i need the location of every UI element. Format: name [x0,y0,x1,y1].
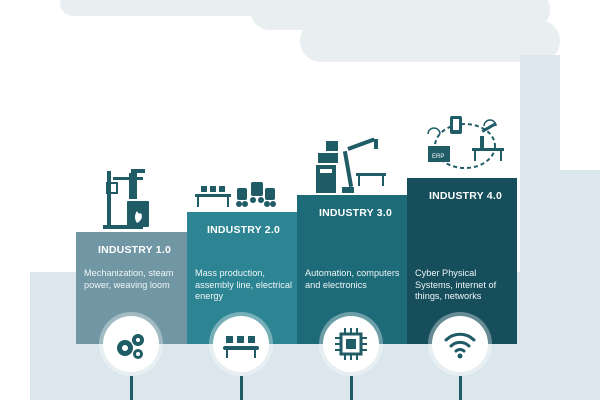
stage-2-icon-circle [213,316,269,372]
stage-title: INDUSTRY 1.0 [98,244,172,256]
erp-label: ERP [432,154,444,160]
stage-1-icon-circle [103,316,159,372]
stage-title: INDUSTRY 4.0 [429,190,503,202]
stage-2-stem [240,376,243,400]
microchip-icon [335,328,367,360]
stage-industry-4: INDUSTRY 4.0 Cyber Physical Systems, int… [407,178,517,344]
stage-description: Mechanization, steam power, weaving loom [84,268,174,290]
stage-title: INDUSTRY 3.0 [319,207,393,219]
stage-description: Cyber Physical Systems, internet of thin… [415,268,497,301]
stage-description: Mass production, assembly line, electric… [195,268,293,301]
stage-description: Automation, computers and electronics [305,268,400,290]
steam-engine-icon [103,169,149,229]
connected-factory-icon: ERP [427,116,504,169]
robotic-arm-icon [316,137,386,193]
stage-4-stem [459,376,462,400]
stage-title: INDUSTRY 2.0 [207,224,281,236]
stage-industry-2: INDUSTRY 2.0 Mass production, assembly l… [187,212,298,344]
factory-right-wall [548,170,600,400]
assembly-line-icon [223,336,259,358]
cloud-right [300,20,560,62]
gears-icon [117,334,144,359]
stage-3-icon-circle [323,316,379,372]
stage-1-stem [130,376,133,400]
wifi-icon [444,332,476,359]
stage-4-icon-circle [432,316,488,372]
stage-3-stem [350,376,353,400]
conveyor-robots-icon [195,182,276,207]
